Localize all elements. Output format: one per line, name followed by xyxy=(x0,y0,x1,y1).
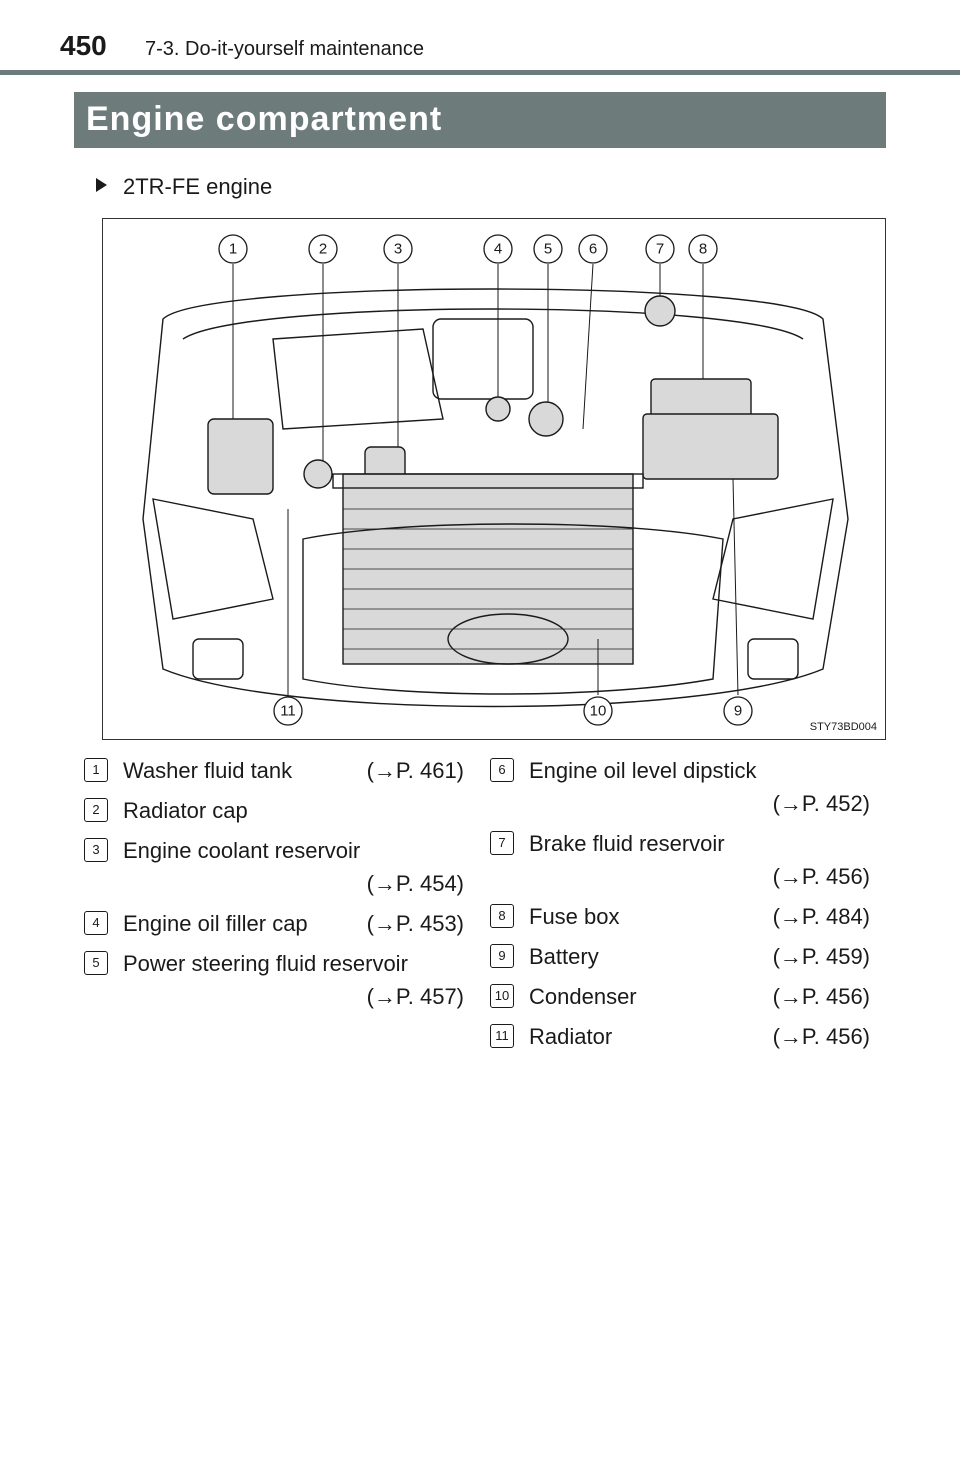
page-reference: (→P. 452) xyxy=(772,791,870,816)
firewall-line xyxy=(182,308,804,340)
callout-1: 1 xyxy=(218,234,248,264)
page-reference: (→P. 457) xyxy=(366,984,464,1009)
legend-item: 10 Condenser (→P. 456) xyxy=(490,980,870,1013)
engine-illustration: 1 2 3 4 5 6 7 8 11 10 9 STY73BD004 xyxy=(102,218,886,740)
callout-10: 10 xyxy=(583,696,613,726)
ps-reservoir xyxy=(528,401,564,437)
page-title: Engine compartment xyxy=(86,100,443,138)
callout-3: 3 xyxy=(383,234,413,264)
item-label: Radiator cap xyxy=(123,798,248,823)
callout-2: 2 xyxy=(308,234,338,264)
svg-text:1: 1 xyxy=(229,241,237,258)
legend-left: 1 Washer fluid tank (→P. 461) 2 Radiator… xyxy=(84,754,464,1020)
page-reference: (→P. 484) xyxy=(772,904,870,929)
item-label: Brake fluid reservoir xyxy=(529,831,725,856)
battery xyxy=(642,413,779,480)
washer-tank xyxy=(207,418,274,495)
item-label: Power steering fluid reservoir xyxy=(123,951,408,976)
brake-reservoir xyxy=(644,295,676,327)
svg-text:8: 8 xyxy=(699,241,707,258)
left-foglight xyxy=(192,638,244,680)
triangle-bullet-icon xyxy=(96,178,107,192)
svg-text:7: 7 xyxy=(656,241,664,258)
page-reference: (→P. 454) xyxy=(366,871,464,896)
item-label: Radiator xyxy=(529,1024,613,1049)
callout-7: 7 xyxy=(645,234,675,264)
page-reference: (→P. 456) xyxy=(772,1024,870,1049)
item-number: 2 xyxy=(84,798,108,822)
legend-item: 1 Washer fluid tank (→P. 461) xyxy=(84,754,464,787)
legend-item: 5 Power steering fluid reservoir (→P. 45… xyxy=(84,947,464,1013)
header-rule xyxy=(0,70,960,75)
leader-lines xyxy=(232,263,739,696)
item-label: Condenser xyxy=(529,984,637,1009)
item-number: 3 xyxy=(84,838,108,862)
item-number: 8 xyxy=(490,904,514,928)
callout-11: 11 xyxy=(273,696,303,726)
item-label: Engine coolant reservoir xyxy=(123,838,361,863)
svg-text:6: 6 xyxy=(589,241,597,258)
item-label: Washer fluid tank xyxy=(123,758,293,783)
item-label: Fuse box xyxy=(529,904,620,929)
legend-item: 4 Engine oil filler cap (→P. 453) xyxy=(84,907,464,940)
callout-9: 9 xyxy=(723,696,753,726)
item-number: 1 xyxy=(84,758,108,782)
svg-text:11: 11 xyxy=(280,703,296,720)
condenser-fins xyxy=(343,508,633,650)
svg-text:10: 10 xyxy=(590,703,607,720)
svg-text:2: 2 xyxy=(319,241,327,258)
legend-item: 8 Fuse box (→P. 484) xyxy=(490,900,870,933)
right-headlight xyxy=(712,498,834,620)
legend-item: 9 Battery (→P. 459) xyxy=(490,940,870,973)
grille xyxy=(302,523,724,695)
svg-text:4: 4 xyxy=(494,241,502,258)
item-number: 11 xyxy=(490,1024,514,1048)
item-number: 4 xyxy=(84,911,108,935)
legend-item: 11 Radiator (→P. 456) xyxy=(490,1020,870,1053)
subheading-text: 2TR-FE engine xyxy=(123,174,273,199)
svg-text:9: 9 xyxy=(734,703,742,720)
item-number: 10 xyxy=(490,984,514,1008)
section-breadcrumb: 7-3. Do-it-yourself maintenance xyxy=(145,38,425,60)
legend-item: 2 Radiator cap xyxy=(84,794,464,827)
subheading: 2TR-FE engine xyxy=(96,174,272,200)
radiator-cap xyxy=(303,459,333,489)
item-label: Engine oil filler cap xyxy=(123,911,308,936)
figure-code: STY73BD004 xyxy=(809,721,877,733)
callout-6: 6 xyxy=(578,234,608,264)
page-reference: (→P. 456) xyxy=(772,984,870,1009)
left-headlight xyxy=(152,498,274,620)
callout-4: 4 xyxy=(483,234,513,264)
item-number: 6 xyxy=(490,758,514,782)
hood-outline xyxy=(142,288,849,708)
page-number: 450 xyxy=(60,30,107,61)
legend-item: 6 Engine oil level dipstick (→P. 452) xyxy=(490,754,870,820)
item-label: Engine oil level dipstick xyxy=(529,758,757,783)
callout-5: 5 xyxy=(533,234,563,264)
page-reference: (→P. 456) xyxy=(772,864,870,889)
item-number: 5 xyxy=(84,951,108,975)
callout-8: 8 xyxy=(688,234,718,264)
page-reference: (→P. 459) xyxy=(772,944,870,969)
air-box xyxy=(432,318,534,400)
title-band: Engine compartment xyxy=(74,92,886,148)
intake xyxy=(272,328,444,430)
item-number: 7 xyxy=(490,831,514,855)
legend-right: 6 Engine oil level dipstick (→P. 452) 7 … xyxy=(490,754,870,1060)
right-foglight xyxy=(747,638,799,680)
oil-filler-cap xyxy=(485,396,511,422)
emblem xyxy=(447,613,569,665)
page-reference: (→P. 461) xyxy=(366,758,464,783)
page-reference: (→P. 453) xyxy=(366,911,464,936)
item-label: Battery xyxy=(529,944,599,969)
svg-text:5: 5 xyxy=(544,241,552,258)
item-number: 9 xyxy=(490,944,514,968)
radiator-top xyxy=(332,473,644,489)
legend-item: 7 Brake fluid reservoir (→P. 456) xyxy=(490,827,870,893)
legend-item: 3 Engine coolant reservoir (→P. 454) xyxy=(84,834,464,900)
svg-text:3: 3 xyxy=(394,241,402,258)
engine-drawing: 1 2 3 4 5 6 7 8 11 10 9 xyxy=(142,234,849,726)
